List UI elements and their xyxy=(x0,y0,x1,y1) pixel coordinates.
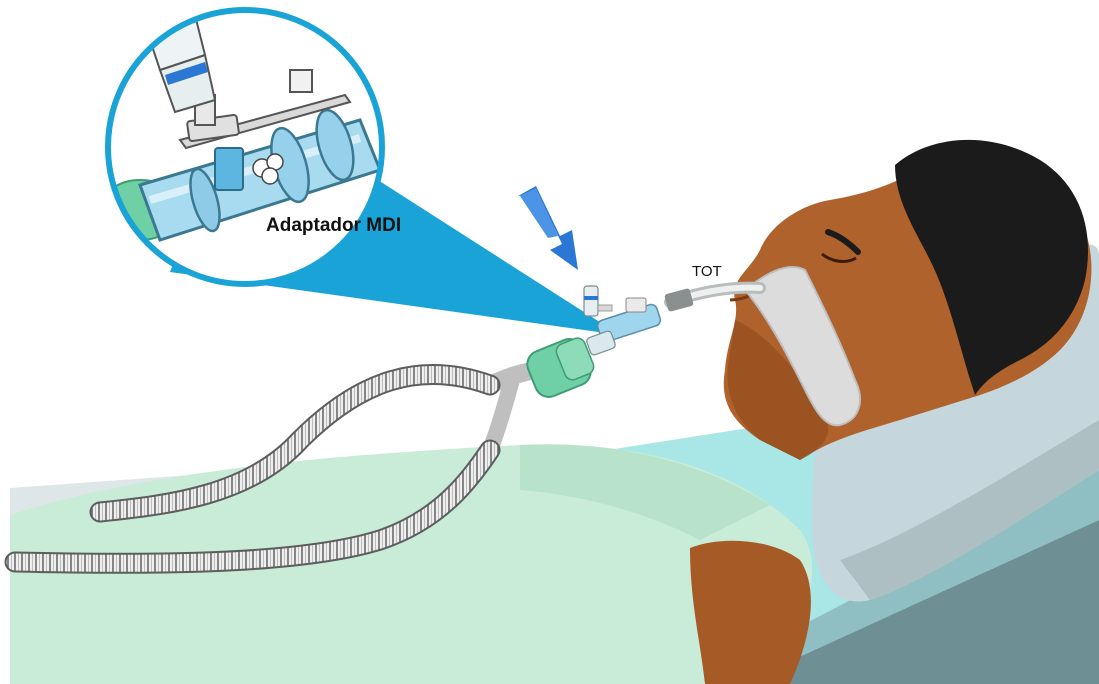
mdi-adapter-small xyxy=(584,286,662,343)
y-connector xyxy=(490,330,616,450)
tube-label: TOT xyxy=(692,263,722,280)
magnified-view xyxy=(100,0,382,284)
pointer-arrow-icon xyxy=(518,186,578,270)
adapter-label: Adaptador MDI xyxy=(266,215,401,236)
patient-shoulder xyxy=(690,541,811,684)
